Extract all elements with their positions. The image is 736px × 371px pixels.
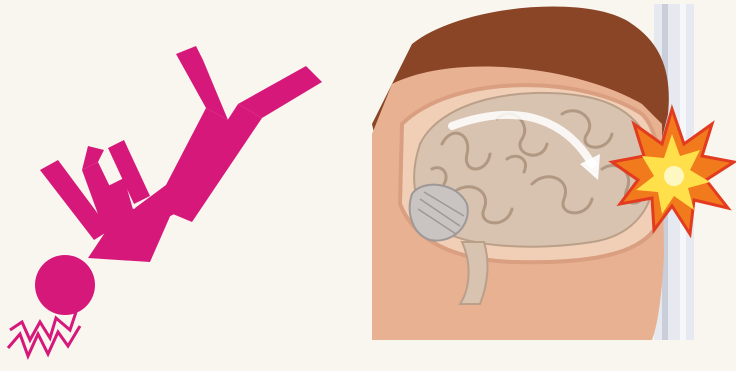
person-head [35,255,95,315]
brain-impact-icon [372,4,736,340]
person-shin-right [238,66,322,118]
falling-person-illustration [0,0,360,371]
person-shin-left [176,46,228,120]
head-injury-illustration [372,4,736,340]
falling-person-icon [0,0,360,371]
